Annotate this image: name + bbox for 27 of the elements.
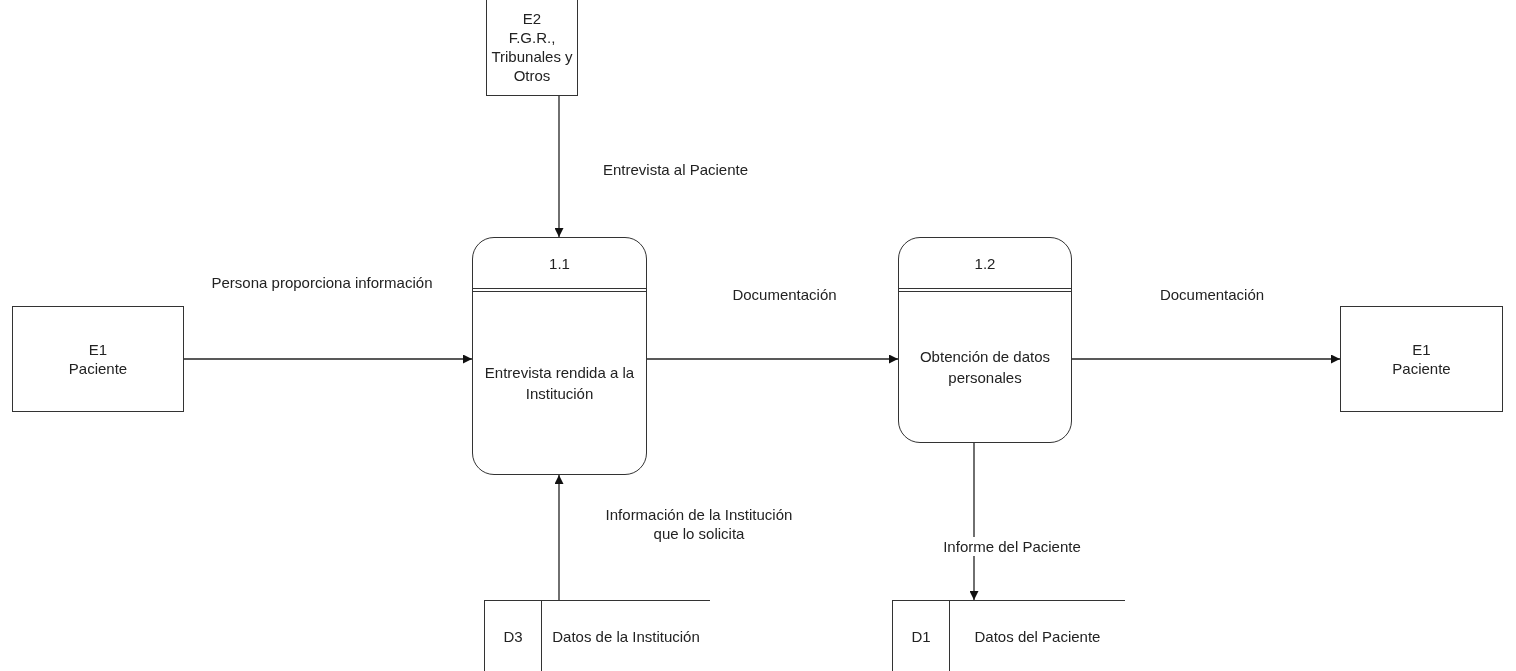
data-store bbox=[484, 600, 710, 671]
external-entity-box bbox=[1340, 306, 1503, 412]
process-name: Entrevista rendida a la Institución bbox=[483, 363, 636, 404]
entity-id: E1 bbox=[1412, 340, 1431, 359]
entity-name: Paciente bbox=[1392, 359, 1451, 378]
process-name: Obtención de datos personales bbox=[918, 347, 1052, 388]
entity-name: F.G.R., Tribunales y Otros bbox=[490, 28, 574, 85]
store-id: D1 bbox=[911, 628, 931, 645]
store-id: D3 bbox=[503, 628, 523, 645]
arrow bbox=[969, 442, 979, 601]
store-name: Datos de la Institución bbox=[552, 626, 700, 647]
arrow bbox=[183, 354, 473, 364]
process-box bbox=[898, 237, 1072, 443]
store-name: Datos del Paciente bbox=[974, 626, 1101, 647]
arrow bbox=[646, 354, 899, 364]
data-store bbox=[892, 600, 1125, 671]
arrow bbox=[554, 95, 564, 238]
process-box bbox=[472, 237, 647, 475]
process-number: 1.2 bbox=[974, 254, 996, 272]
arrow bbox=[554, 474, 564, 601]
process-number: 1.1 bbox=[549, 254, 570, 272]
entity-id: E2 bbox=[522, 9, 542, 28]
entity-id: E1 bbox=[88, 340, 108, 359]
external-entity-box bbox=[486, 0, 578, 96]
entity-name: Paciente bbox=[68, 359, 128, 378]
external-entity-box bbox=[12, 306, 184, 412]
arrow bbox=[1071, 354, 1341, 364]
